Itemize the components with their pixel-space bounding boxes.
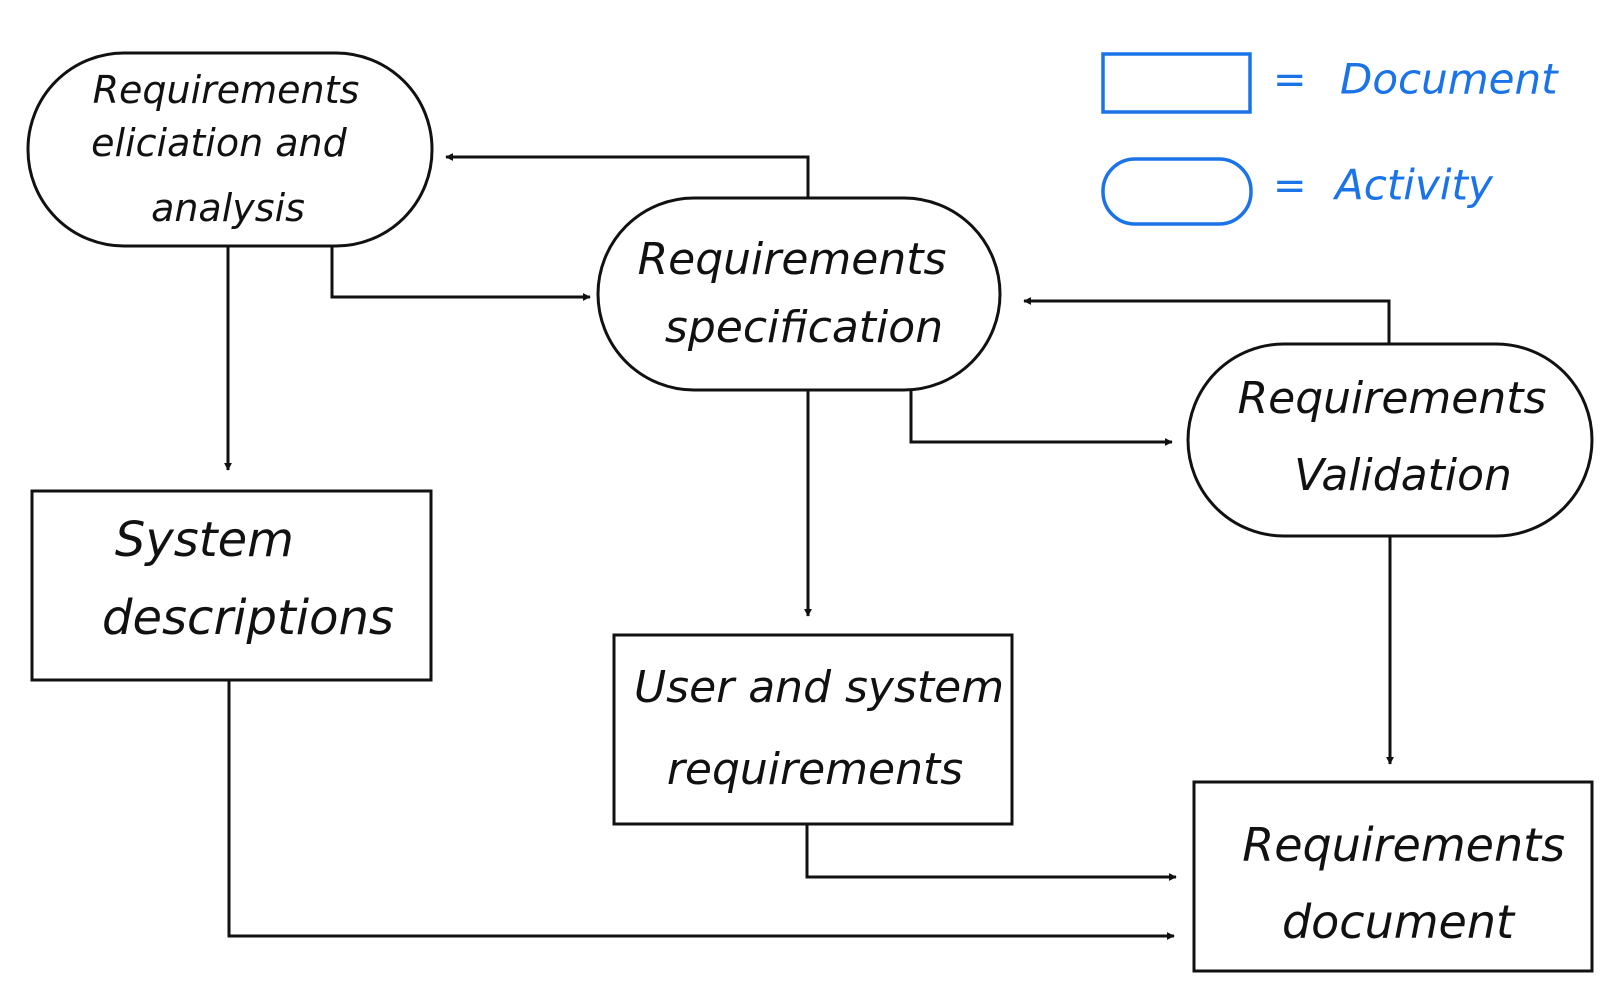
legend-document-label: Document	[1340, 55, 1559, 104]
activity-validation-label: Requirements Validation	[1238, 373, 1561, 501]
document-user-system-requirements-label: User and system requirements	[634, 662, 1018, 795]
activity-specification: Requirements specification	[596, 196, 1002, 392]
activity-validation-line-2: Validation	[1294, 450, 1512, 501]
document-requirements-document-shape	[1192, 780, 1594, 973]
activity-elicitation-label: Requirements eliciation and analysis	[91, 68, 371, 230]
document-system-descriptions-line-2: descriptions	[102, 590, 394, 646]
document-requirements-document-label: Requirements document	[1242, 818, 1580, 949]
activity-specification-label: Requirements specification	[638, 234, 961, 353]
edge-system-descriptions-to-requirements-document	[227, 680, 1175, 940]
legend-activity-swatch	[1101, 157, 1253, 226]
document-user-system-requirements: User and system requirements	[612, 633, 1018, 826]
document-system-descriptions-line-1: System	[115, 512, 294, 568]
activity-elicitation-line-2: eliciation and	[91, 121, 347, 165]
edge-user-system-requirements-to-requirements-document	[805, 824, 1177, 881]
activity-elicitation: Requirements eliciation and analysis	[26, 51, 434, 248]
activity-elicitation-line-3: analysis	[151, 186, 305, 230]
document-system-descriptions-shape	[30, 489, 433, 682]
edge-specification-to-elicitation	[445, 153, 810, 198]
document-requirements-document-line-1: Requirements	[1242, 818, 1565, 872]
document-requirements-document: Requirements document	[1192, 780, 1594, 973]
activity-validation-shape	[1186, 342, 1594, 538]
legend: = Document = Activity	[1101, 52, 1559, 226]
document-system-descriptions: System descriptions	[30, 489, 433, 682]
document-requirements-document-line-2: document	[1282, 895, 1516, 949]
legend-document-equals: =	[1273, 57, 1307, 103]
activity-validation-line-1: Requirements	[1238, 373, 1547, 424]
edge-validation-to-specification	[1023, 297, 1391, 344]
edges-layer	[224, 153, 1394, 940]
activity-specification-line-2: specification	[665, 302, 943, 353]
document-user-system-requirements-shape	[612, 633, 1014, 826]
activity-elicitation-line-1: Requirements	[93, 68, 360, 112]
legend-document-swatch	[1101, 52, 1252, 114]
edge-specification-to-validation	[909, 390, 1173, 446]
edge-elicitation-to-specification	[330, 246, 591, 301]
legend-activity-label: Activity	[1332, 161, 1494, 210]
activity-specification-shape	[596, 196, 1002, 392]
activity-validation: Requirements Validation	[1186, 342, 1594, 538]
activity-elicitation-shape	[26, 51, 434, 248]
legend-activity-equals: =	[1273, 163, 1307, 209]
document-user-system-requirements-line-2: requirements	[667, 744, 963, 795]
activity-specification-line-1: Requirements	[638, 234, 947, 285]
document-user-system-requirements-line-1: User and system	[634, 662, 1004, 713]
document-system-descriptions-label: System descriptions	[102, 512, 394, 646]
